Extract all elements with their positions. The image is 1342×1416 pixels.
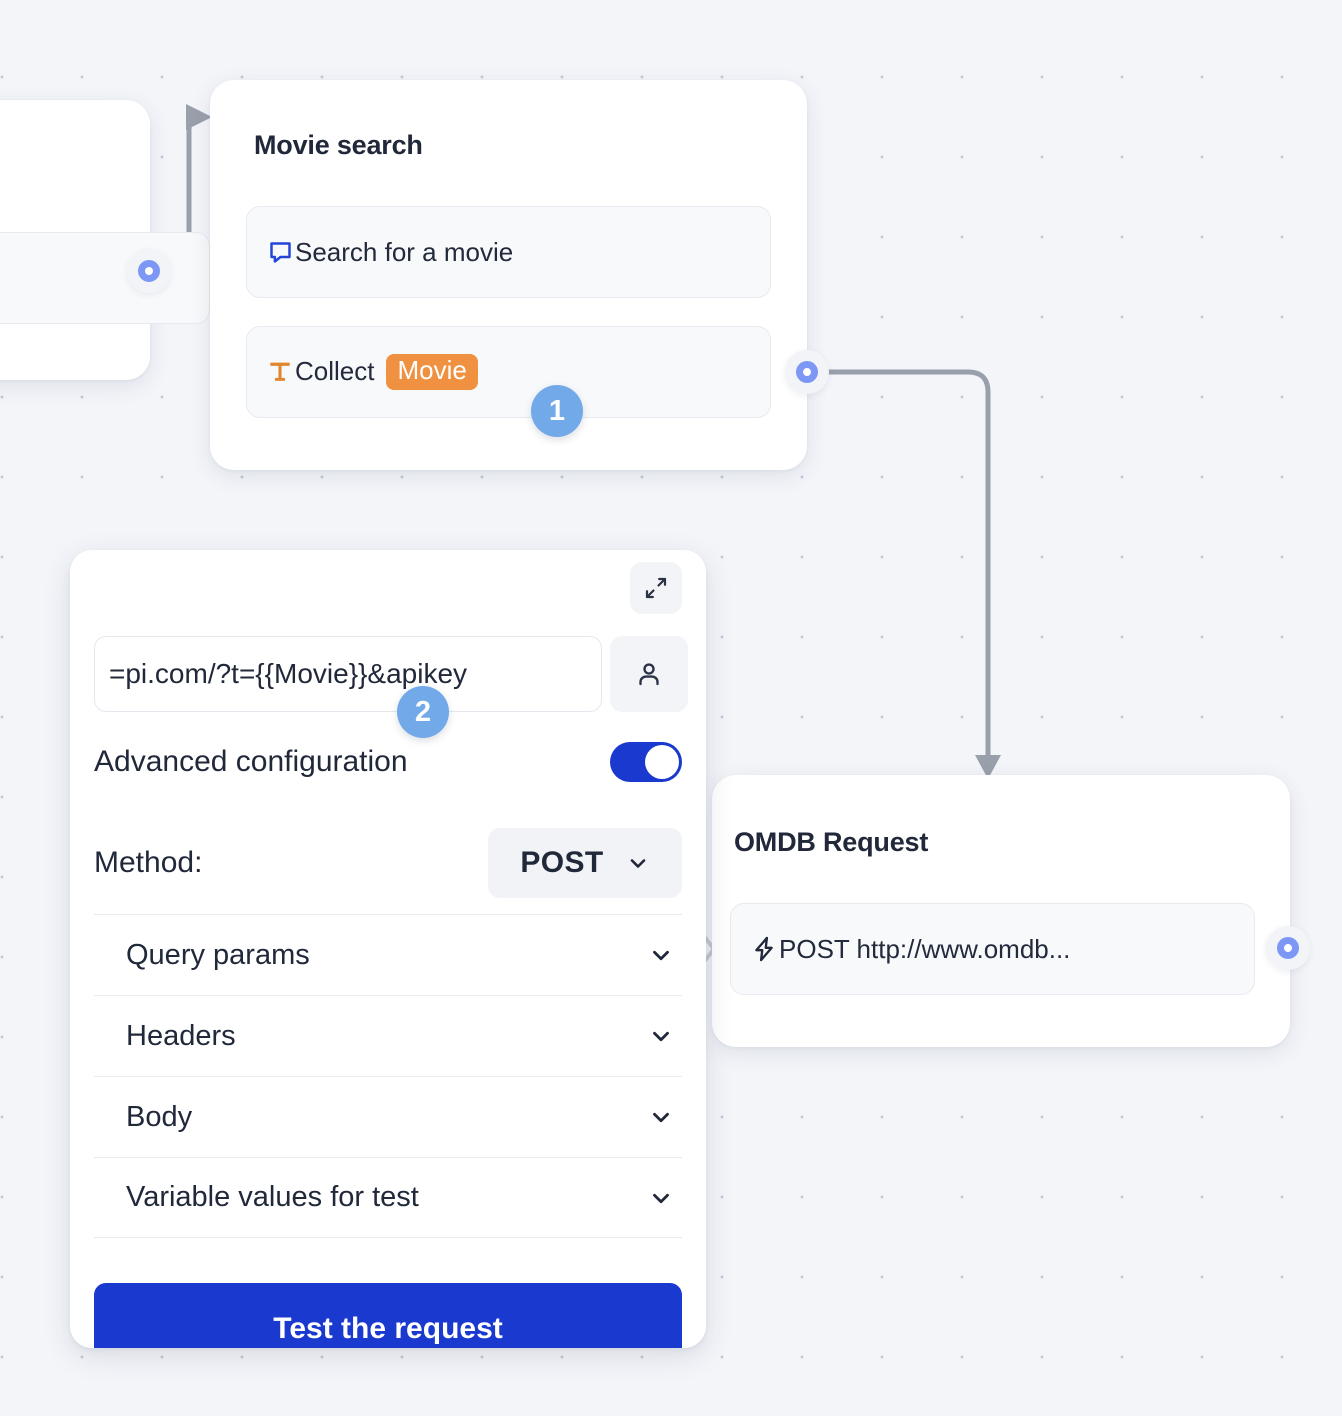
- chevron-down-icon: [626, 851, 650, 875]
- section-label: Body: [126, 1100, 193, 1133]
- node-title-movie-search: Movie search: [254, 130, 423, 160]
- node-row-label: Search for a movie: [295, 236, 514, 267]
- chevron-down-icon[interactable]: [648, 1023, 674, 1049]
- chevron-down-icon[interactable]: [648, 1104, 674, 1130]
- text-t-icon: [265, 359, 295, 385]
- section-headers[interactable]: Headers: [94, 995, 682, 1076]
- chevron-down-icon[interactable]: [648, 1185, 674, 1211]
- section-body[interactable]: Body: [94, 1076, 682, 1157]
- advanced-configuration-label: Advanced configuration: [94, 745, 408, 778]
- annotation-badge-2: 2: [397, 686, 449, 738]
- lightning-bolt-icon: [749, 935, 779, 963]
- node-title-omdb-request: OMDB Request: [734, 827, 929, 857]
- edge-movie-search-to-omdb: [826, 369, 991, 760]
- message-bubble-icon: [265, 239, 295, 266]
- section-query-params[interactable]: Query params: [94, 914, 682, 995]
- node-card-movie-search[interactable]: Movie search Search for a movie Collect …: [210, 80, 807, 470]
- expand-diagonal-icon: [644, 576, 668, 600]
- port-output-left-node[interactable]: [127, 249, 171, 293]
- edge-arrowhead-movie-search: [186, 104, 212, 130]
- port-output-movie-search[interactable]: [785, 350, 829, 394]
- variable-pill-movie[interactable]: Movie: [386, 354, 478, 390]
- node-row-label: Collect Movie: [295, 354, 478, 390]
- method-select[interactable]: POST: [488, 828, 682, 898]
- node-row-collect-movie[interactable]: Collect Movie: [246, 326, 771, 418]
- node-row-label-text: Collect: [295, 356, 375, 387]
- method-value: POST: [520, 846, 604, 879]
- section-label: Headers: [126, 1019, 236, 1052]
- advanced-configuration-toggle[interactable]: [610, 742, 682, 782]
- expand-panel-button[interactable]: [630, 562, 682, 614]
- node-row-label: POST http://www.omdb...: [779, 933, 1071, 964]
- method-row: Method: POST: [94, 828, 682, 898]
- node-row-post-request[interactable]: POST http://www.omdb...: [730, 903, 1255, 995]
- node-card-omdb-request[interactable]: OMDB Request POST http://www.omdb...: [712, 775, 1290, 1047]
- node-row-search-for-a-movie[interactable]: Search for a movie: [246, 206, 771, 298]
- port-output-omdb-request[interactable]: [1266, 926, 1310, 970]
- config-sections: Query params Headers Body: [94, 914, 682, 1238]
- method-label: Method:: [94, 846, 203, 879]
- node-card-partial-left[interactable]: [0, 100, 210, 380]
- chevron-down-icon[interactable]: [648, 942, 674, 968]
- request-config-panel[interactable]: Advanced configuration Method: POST Quer…: [70, 550, 706, 1348]
- annotation-badge-1: 1: [531, 385, 583, 437]
- test-the-request-button[interactable]: Test the request: [94, 1283, 682, 1348]
- user-icon: [634, 659, 664, 689]
- request-url-input[interactable]: [94, 636, 602, 712]
- node-partial-row[interactable]: [0, 232, 210, 324]
- section-label: Variable values for test: [126, 1181, 419, 1213]
- url-row[interactable]: [94, 636, 688, 712]
- auth-user-button[interactable]: [610, 636, 688, 712]
- section-variable-values-for-test[interactable]: Variable values for test: [94, 1157, 682, 1238]
- section-label: Query params: [126, 938, 310, 971]
- advanced-configuration-row[interactable]: Advanced configuration: [94, 742, 682, 782]
